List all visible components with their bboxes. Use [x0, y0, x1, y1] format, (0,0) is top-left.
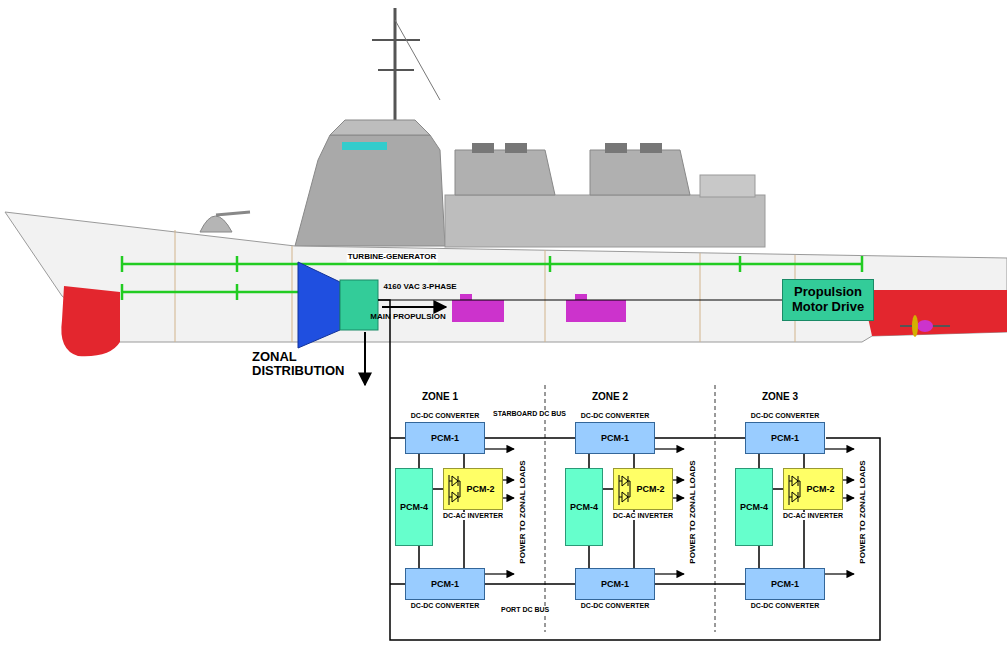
propulsion-module: [452, 300, 504, 322]
load-arrows: [485, 449, 854, 574]
flow-label: ZONAL DISTRIBUTION: [252, 350, 358, 379]
bus-connector: [433, 488, 443, 490]
inverter-box: PCM-2DC-AC INVERTER: [443, 468, 503, 510]
thyristor-symbol: [787, 473, 801, 507]
propeller: [900, 315, 950, 337]
converter-box: PCM-1DC-DC CONVERTER: [745, 422, 825, 454]
load-label: POWER TO ZONAL LOADS: [689, 460, 698, 563]
box-caption: DC-DC CONVERTER: [580, 602, 650, 610]
bus-connector: [485, 437, 575, 439]
thyristor-symbol: [617, 473, 631, 507]
turbine: [298, 262, 340, 348]
box-label: PCM-2: [466, 484, 494, 494]
bus-connector: [773, 488, 783, 490]
converter-box: PCM-1DC-DC CONVERTER: [405, 422, 485, 454]
hull: [5, 212, 1007, 342]
propulsion-module: [575, 294, 587, 302]
zone-label: ZONE 1: [422, 391, 458, 402]
box-caption: DC-AC INVERTER: [442, 512, 504, 520]
voltage-label: 4160 VAC 3-PHASE: [383, 283, 456, 292]
component-label: TURBINE-GENERATOR: [347, 253, 438, 262]
thyristor-symbol: [447, 473, 461, 507]
box-label: Propulsion Motor Drive: [786, 285, 870, 315]
zone-label: ZONE 3: [762, 391, 798, 402]
box-label: PCM-2: [806, 484, 834, 494]
box-caption: DC-AC INVERTER: [612, 512, 674, 520]
propulsion-arrow: [382, 306, 446, 308]
box-label: PCM-4: [570, 502, 598, 512]
box-label: PCM-1: [601, 433, 629, 443]
inverter-box: PCM-2DC-AC INVERTER: [783, 468, 843, 510]
box-caption: DC-DC CONVERTER: [410, 602, 480, 610]
converter-box: PCM-1DC-DC CONVERTER: [745, 568, 825, 600]
box-label: PCM-1: [771, 579, 799, 589]
bus-connector: [758, 454, 760, 468]
cable-runs: [122, 256, 862, 300]
load-label: POWER TO ZONAL LOADS: [519, 460, 528, 563]
bus-connector: [758, 546, 760, 568]
bus-connector: [803, 454, 805, 468]
distribution-arrow: [364, 332, 366, 385]
generator: [340, 280, 378, 330]
module-box: PCM-4: [735, 468, 773, 546]
box-caption: DC-AC INVERTER: [782, 512, 844, 520]
bus-connector: [463, 454, 465, 468]
propulsion-module: [566, 300, 626, 322]
bus-label: STARBOARD DC BUS: [492, 410, 567, 418]
bus-connector: [485, 583, 575, 585]
propulsion-module: [460, 294, 472, 302]
box-label: PCM-1: [431, 433, 459, 443]
converter-box: PCM-1DC-DC CONVERTER: [405, 568, 485, 600]
bus-connector: [603, 488, 613, 490]
load-label: POWER TO ZONAL LOADS: [859, 460, 868, 563]
box-caption: DC-DC CONVERTER: [410, 412, 480, 420]
bus-label: PORT DC BUS: [500, 606, 550, 614]
box-caption: DC-DC CONVERTER: [750, 602, 820, 610]
box-label: PCM-1: [771, 433, 799, 443]
inverter-box: PCM-2DC-AC INVERTER: [613, 468, 673, 510]
converter-box: PCM-1DC-DC CONVERTER: [575, 422, 655, 454]
bus-connector: [655, 583, 745, 585]
zone-divider: [545, 385, 715, 632]
flow-label: MAIN PROPULSION: [370, 313, 446, 322]
converter-box: PCM-1DC-DC CONVERTER: [575, 568, 655, 600]
zonal-feeder: [378, 300, 880, 640]
box-label: PCM-4: [740, 502, 768, 512]
propulsion-feed: [378, 299, 782, 300]
superstructure: [200, 8, 765, 247]
box-caption: DC-DC CONVERTER: [580, 412, 650, 420]
motor-drive-box: Propulsion Motor Drive: [782, 279, 874, 321]
box-label: PCM-1: [601, 579, 629, 589]
module-box: PCM-4: [565, 468, 603, 546]
bulkheads: [175, 230, 795, 342]
bus-connector: [418, 546, 420, 568]
bus-connector: [633, 454, 635, 468]
stern: [862, 290, 1007, 336]
zone-label: ZONE 2: [592, 391, 628, 402]
box-label: PCM-1: [431, 579, 459, 589]
box-caption: DC-DC CONVERTER: [750, 412, 820, 420]
bus-connector: [588, 454, 590, 468]
box-label: PCM-2: [636, 484, 664, 494]
box-label: PCM-4: [400, 502, 428, 512]
bus-connector: [588, 546, 590, 568]
module-box: PCM-4: [395, 468, 433, 546]
bus-connector: [418, 454, 420, 468]
bow-bulb: [61, 286, 120, 356]
bus-connector: [655, 437, 745, 439]
